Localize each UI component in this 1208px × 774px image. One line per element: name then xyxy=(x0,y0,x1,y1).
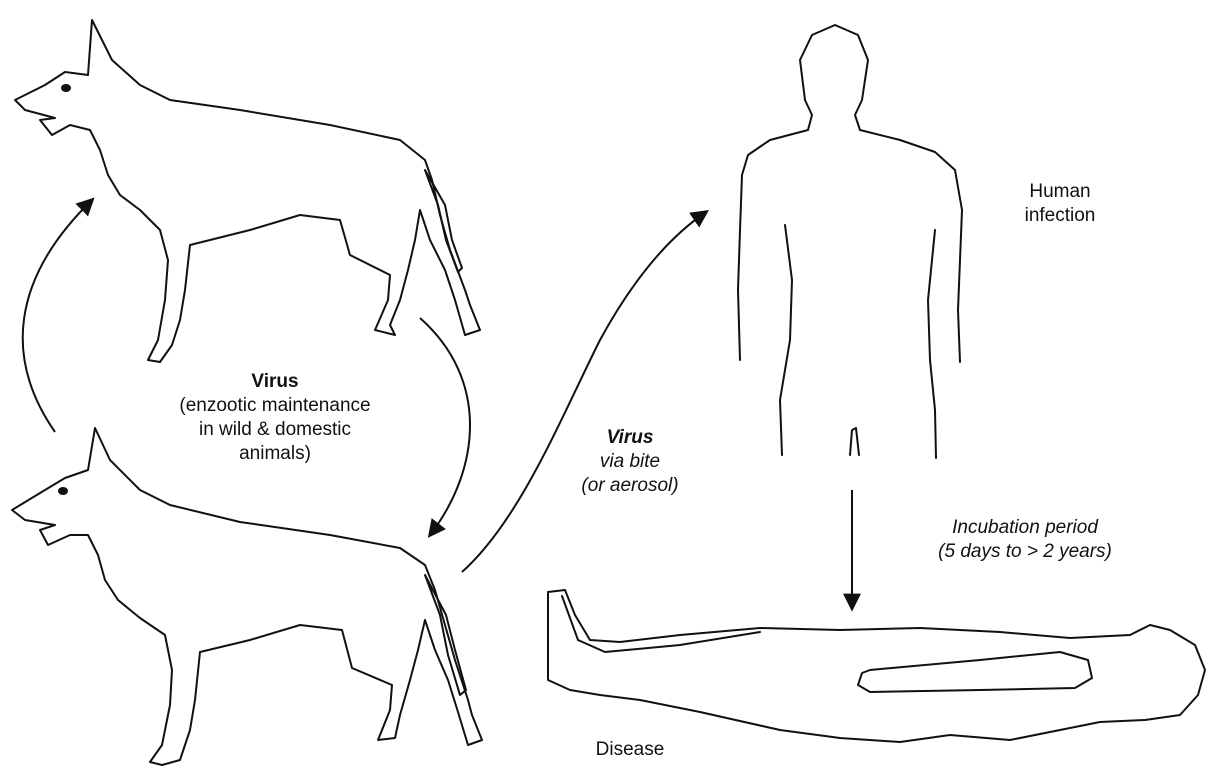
human-infection-line-2: infection xyxy=(985,204,1135,228)
human-infection-label: Human infection xyxy=(985,180,1135,228)
incubation-label: Incubation period (5 days to > 2 years) xyxy=(895,516,1155,564)
human-infection-line-1: Human xyxy=(985,180,1135,204)
dog-top-illustration xyxy=(15,20,480,362)
incubation-line-2: (5 days to > 2 years) xyxy=(895,540,1155,564)
transmission-title: Virus xyxy=(540,426,720,450)
enzootic-line-3: animals) xyxy=(140,442,410,466)
enzootic-label: Virus (enzootic maintenance in wild & do… xyxy=(140,370,410,466)
incubation-line-1: Incubation period xyxy=(895,516,1155,540)
human-lying-illustration xyxy=(548,590,1205,742)
enzootic-title: Virus xyxy=(140,370,410,394)
enzootic-line-2: in wild & domestic xyxy=(140,418,410,442)
dog-bottom-illustration xyxy=(12,428,482,765)
arrow-bottom-to-top-dog xyxy=(23,200,92,432)
arrow-top-to-bottom-dog xyxy=(420,318,470,535)
arrow-dog-to-human xyxy=(462,212,706,572)
human-standing-illustration xyxy=(738,25,962,458)
enzootic-line-1: (enzootic maintenance xyxy=(140,394,410,418)
transmission-line-1: via bite xyxy=(540,450,720,474)
transmission-label: Virus via bite (or aerosol) xyxy=(540,426,720,498)
disease-label: Disease xyxy=(560,738,700,762)
transmission-line-2: (or aerosol) xyxy=(540,474,720,498)
